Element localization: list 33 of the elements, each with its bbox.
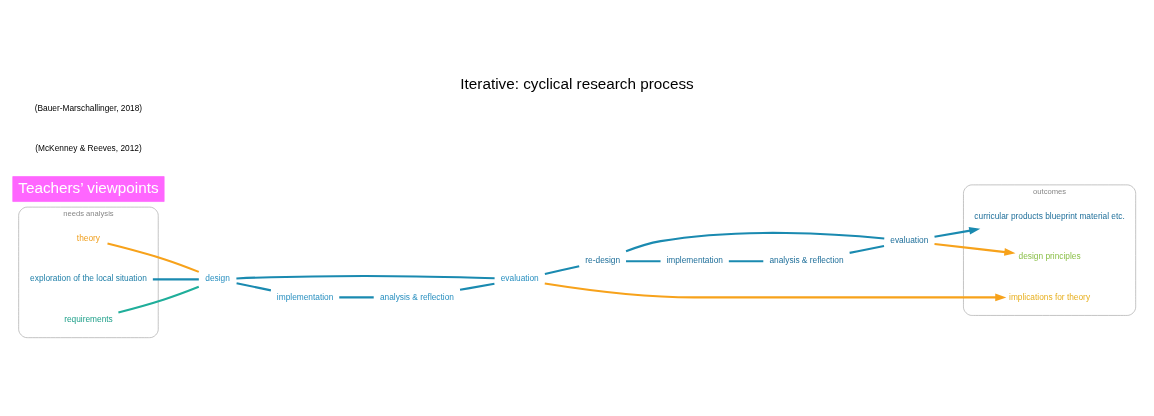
connector [625, 231, 885, 252]
node-text: exploration of the local situation [30, 272, 147, 283]
diagram-title: Iterative: cyclical research process [460, 74, 694, 92]
connector [626, 259, 661, 262]
connector [107, 241, 200, 273]
connector [236, 281, 272, 291]
connector [236, 274, 495, 279]
node-text: implications for theory [1009, 291, 1091, 302]
node-text: analysis & reflection [769, 254, 844, 265]
connector [152, 277, 199, 280]
connector [849, 244, 885, 254]
arrow [544, 281, 1007, 301]
node-text: design [205, 272, 230, 283]
node-text: theory [76, 232, 101, 243]
connector [544, 264, 580, 275]
connector [459, 282, 495, 291]
node-text: evaluation [890, 234, 929, 245]
label: (Bauer-Marschallinger, 2018) [34, 102, 143, 113]
node-text: design principles [1018, 250, 1081, 261]
node-text: curricular products blueprint material etc. [974, 210, 1125, 221]
arrow [934, 226, 981, 238]
node-text: analysis & reflection [379, 291, 454, 302]
node-text: implementation [666, 254, 723, 265]
node-text: re-design [585, 254, 621, 265]
node-text: implementation [276, 291, 334, 302]
node-text: requirements [64, 313, 113, 324]
connector [728, 259, 764, 262]
node-text: evaluation [500, 272, 539, 283]
connector [339, 295, 374, 298]
connector [118, 285, 200, 313]
arrow [934, 242, 1016, 256]
label: (McKenney & Reeves, 2012) [35, 142, 142, 153]
node-box: Teachers’ viewpoints [12, 175, 165, 202]
